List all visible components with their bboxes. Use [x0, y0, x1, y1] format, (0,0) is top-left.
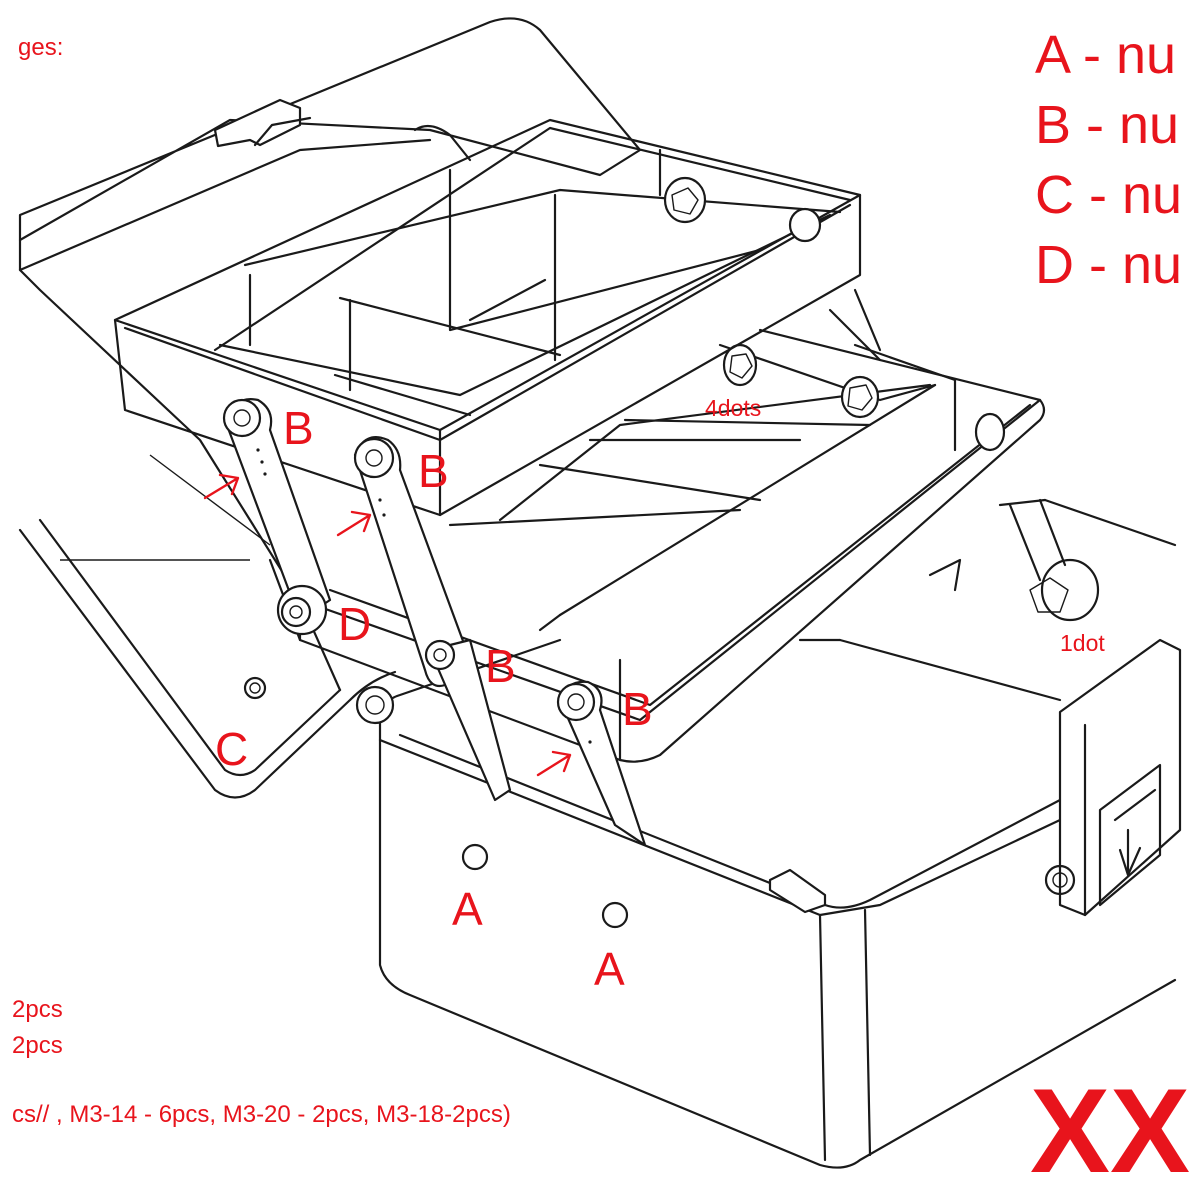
nut-1	[840, 375, 880, 419]
toolbox-base	[355, 498, 1182, 1169]
label-b2: B	[418, 445, 449, 497]
note-line-2: 2pcs	[12, 1032, 63, 1059]
toolbox-lid	[18, 17, 642, 799]
nut-2	[722, 343, 758, 387]
nut-6	[788, 207, 822, 243]
arrow-annotation-3	[536, 750, 572, 777]
note-line-1: 2pcs	[12, 996, 63, 1023]
upper-tray	[113, 118, 882, 517]
label-1dot: 1dot	[1060, 630, 1105, 656]
nut-4	[1029, 558, 1100, 622]
label-d1: D	[338, 598, 371, 650]
hole-a2	[601, 901, 629, 929]
label-c1: C	[215, 723, 248, 775]
note-line-3: cs// , M3-14 - 6pcs, M3-20 - 2pcs, M3-18…	[12, 1101, 511, 1128]
label-b4: B	[622, 683, 653, 735]
arrow-annotation-2	[336, 510, 372, 537]
label-a1: A	[452, 883, 483, 935]
hole-a1	[461, 843, 489, 871]
arrow-annotation-1	[203, 473, 240, 500]
partial-heading: ges:	[18, 34, 63, 61]
label-b3: B	[485, 640, 516, 692]
watermark-xx: XX	[1030, 1064, 1190, 1198]
label-a2: A	[594, 943, 625, 995]
legend-d: D - nu	[1035, 235, 1182, 295]
nut-5	[663, 176, 707, 224]
label-b1: B	[283, 402, 314, 454]
legend-a: A - nu	[1035, 25, 1176, 85]
label-4dots: 4dots	[705, 395, 761, 421]
nut-3	[974, 412, 1006, 452]
pivot-b1	[222, 398, 262, 438]
linkage-arms	[222, 398, 647, 847]
hole-c	[243, 676, 267, 700]
legend-b: B - nu	[1035, 95, 1179, 155]
pivot-b2	[353, 437, 395, 479]
pivot-b3	[424, 639, 456, 671]
legend-c: C - nu	[1035, 165, 1182, 225]
pivot-b4	[556, 682, 596, 722]
